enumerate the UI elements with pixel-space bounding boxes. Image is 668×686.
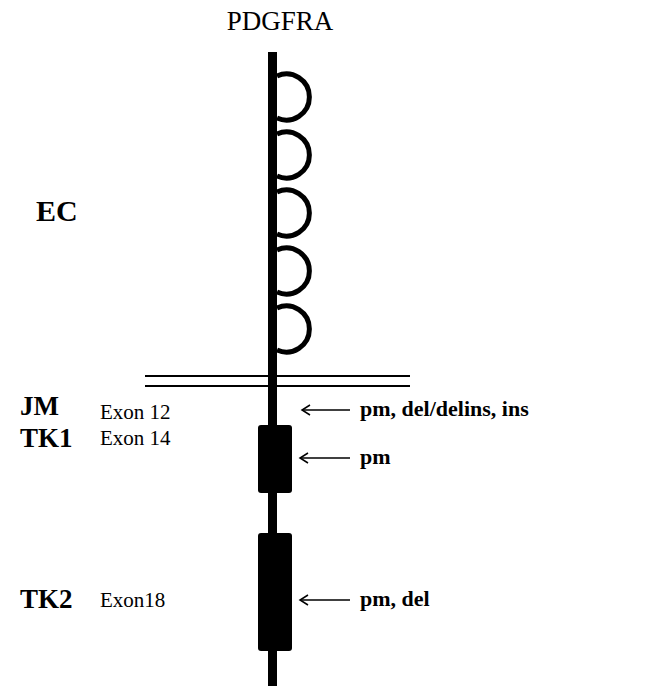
mutation-label: pm, del [360, 588, 430, 610]
exon-label: Exon 12 [100, 402, 171, 423]
exon-label: Exon 14 [100, 428, 171, 449]
pointer-arrows [300, 405, 350, 605]
kinase-domains [258, 425, 292, 651]
mutation-label: pm, del/delins, ins [360, 398, 529, 420]
mutation-label: pm [360, 446, 391, 468]
region-label: JM [20, 393, 59, 420]
region-label: TK2 [20, 586, 73, 613]
membrane-lines [145, 376, 410, 386]
ig-loops [277, 74, 309, 352]
figure-title: PDGFRA [227, 8, 334, 35]
region-label: TK1 [20, 425, 73, 452]
region-label: EC [36, 196, 78, 226]
exon-label: Exon18 [100, 590, 165, 611]
